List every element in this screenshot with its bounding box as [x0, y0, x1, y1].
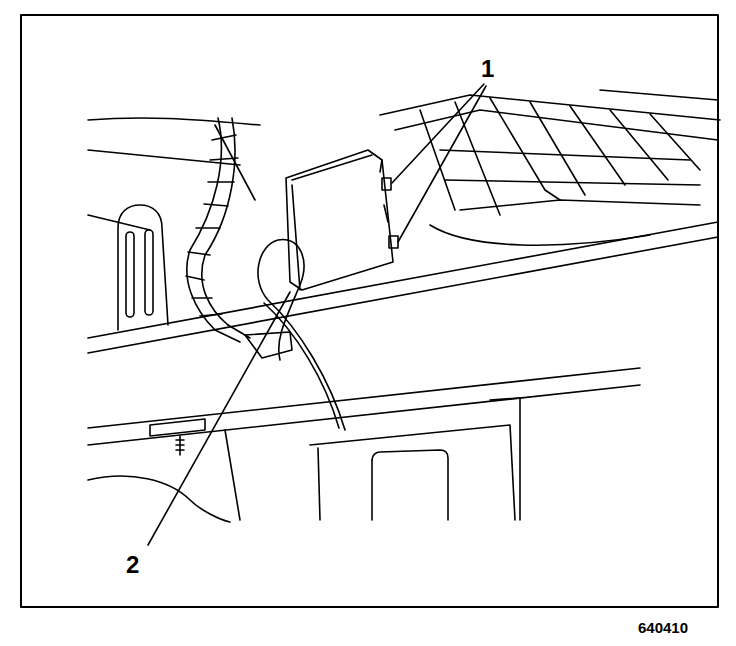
callout-number: 1: [481, 57, 494, 81]
wiring-harness: [186, 118, 292, 358]
upper-shelf: [88, 118, 718, 353]
lower-panel: [88, 368, 640, 522]
figure-number: 640410: [638, 620, 688, 635]
leader-lines: [148, 84, 486, 545]
bracket: [118, 205, 168, 330]
frame: [21, 15, 718, 607]
callout-number: 2: [126, 553, 139, 577]
module: [286, 150, 398, 290]
blower-mesh: [380, 90, 720, 245]
